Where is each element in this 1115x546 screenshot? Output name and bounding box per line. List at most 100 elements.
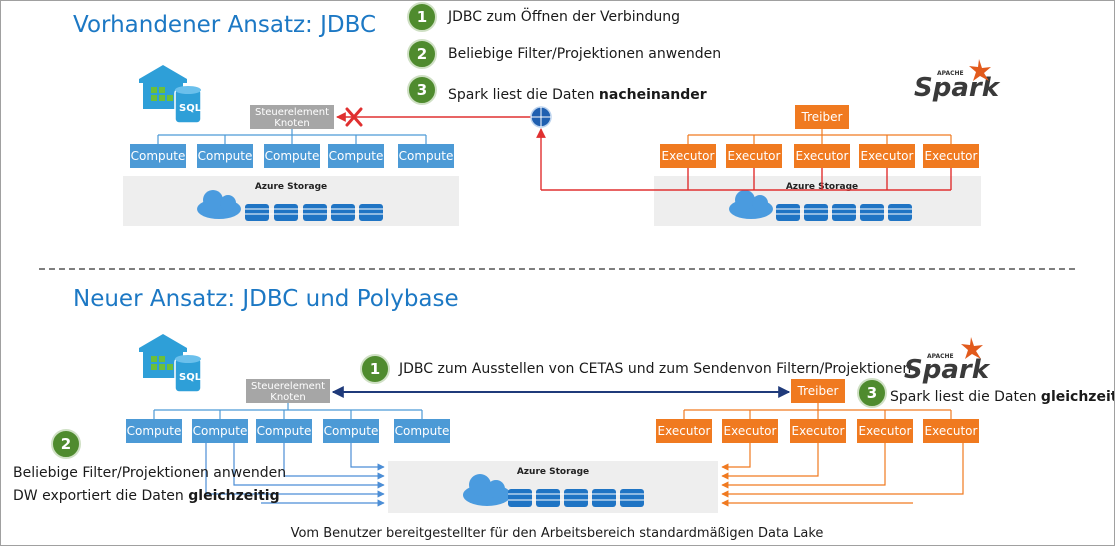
svg-text:1: 1: [370, 360, 380, 378]
svg-text:Compute: Compute: [257, 424, 312, 438]
svg-text:APACHE: APACHE: [927, 353, 954, 360]
top-title: Vorhandener Ansatz: JDBC: [73, 12, 376, 38]
svg-text:Knoten: Knoten: [274, 118, 309, 129]
bottom-storage: Azure Storage: [388, 461, 718, 513]
svg-text:Steuerelement: Steuerelement: [255, 107, 329, 118]
spark-logo-bottom: APACHE Spark: [904, 337, 991, 385]
top-compute-tree: [157, 129, 427, 144]
cloud-icon: [197, 190, 241, 219]
bottom-executor-row: Executor Executor Executor Executor Exec…: [656, 419, 979, 443]
svg-text:APACHE: APACHE: [937, 70, 964, 77]
svg-text:Compute: Compute: [198, 149, 253, 163]
svg-text:SQL: SQL: [179, 103, 202, 114]
svg-text:Azure Storage: Azure Storage: [255, 182, 327, 192]
compute-node: Compute: [126, 419, 182, 443]
svg-text:Compute: Compute: [131, 149, 186, 163]
svg-text:Compute: Compute: [399, 149, 454, 163]
compute-node: Compute: [394, 419, 450, 443]
executor-node: Executor: [794, 144, 850, 168]
step-circle: [51, 429, 81, 459]
step-circle: [407, 2, 437, 32]
bottom-title: Neuer Ansatz: JDBC und Polybase: [73, 286, 459, 312]
database-icon: [776, 204, 912, 221]
top-step-1: 1 JDBC zum Öffnen der Verbindung: [407, 2, 680, 32]
parallel-read-lines: [721, 443, 964, 507]
svg-text:Spark: Spark: [904, 355, 991, 385]
bottom-driver: Treiber: [791, 379, 845, 403]
svg-text:3: 3: [867, 384, 877, 402]
step-circle: [407, 75, 437, 105]
svg-text:Treiber: Treiber: [797, 384, 839, 398]
top-left-storage: Azure Storage: [123, 176, 459, 226]
svg-text:Steuerelement: Steuerelement: [251, 381, 325, 392]
executor-node: Executor: [857, 419, 913, 443]
step-circle: [857, 378, 887, 408]
step-text: Spark liest die Daten nacheinander: [448, 87, 707, 103]
top-right-storage: Azure Storage: [654, 176, 981, 226]
svg-text:Executor: Executor: [925, 149, 978, 163]
svg-text:Spark: Spark: [914, 73, 1001, 103]
top-executor-row: Executor Executor Executor Executor Exec…: [660, 144, 979, 168]
svg-text:2: 2: [61, 435, 71, 453]
svg-text:Executor: Executor: [792, 424, 845, 438]
svg-text:Treiber: Treiber: [801, 110, 843, 124]
step-text: JDBC zum Ausstellen von CETAS und zum Se…: [398, 361, 911, 377]
svg-text:3: 3: [417, 81, 427, 99]
svg-text:Compute: Compute: [193, 424, 248, 438]
svg-text:2: 2: [417, 45, 427, 63]
error-x-icon: [345, 107, 363, 127]
svg-text:Compute: Compute: [324, 424, 379, 438]
svg-text:Executor: Executor: [658, 424, 711, 438]
spark-logo-top: APACHE Spark: [914, 59, 1001, 103]
database-icon: [245, 204, 383, 221]
compute-node: Compute: [264, 144, 320, 168]
bottom-compute-tree: [153, 403, 423, 419]
executor-node: Executor: [656, 419, 712, 443]
executor-node: Executor: [923, 419, 979, 443]
svg-text:Knoten: Knoten: [270, 392, 305, 403]
globe-icon: [530, 106, 552, 128]
svg-text:Compute: Compute: [395, 424, 450, 438]
footer-caption: Vom Benutzer bereitgestellter für den Ar…: [291, 526, 824, 541]
top-control-node: Steuerelement Knoten: [250, 105, 334, 129]
top-step-3: 3 Spark liest die Daten nacheinander: [407, 75, 707, 105]
svg-text:Executor: Executor: [859, 424, 912, 438]
bottom-step-3: 3 Spark liest die Daten gleichzeitig: [857, 378, 1114, 408]
top-sequential-read-lines: [336, 112, 952, 191]
database-icon: [508, 489, 644, 507]
top-executor-tree: [687, 129, 952, 144]
bottom-executor-tree: [683, 403, 952, 419]
executor-node: Executor: [726, 144, 782, 168]
svg-text:Compute: Compute: [265, 149, 320, 163]
step-circle: [407, 39, 437, 69]
step-circle: [360, 354, 390, 384]
executor-node: Executor: [722, 419, 778, 443]
svg-text:Executor: Executor: [796, 149, 849, 163]
compute-node: Compute: [197, 144, 253, 168]
warehouse-sql-icon: SQL: [139, 334, 202, 393]
compute-node: Compute: [398, 144, 454, 168]
svg-text:Executor: Executor: [728, 149, 781, 163]
executor-node: Executor: [660, 144, 716, 168]
warehouse-sql-icon: SQL: [139, 65, 202, 124]
step-text-line2: DW exportiert die Daten gleichzeitig: [13, 488, 280, 504]
compute-node: Compute: [256, 419, 312, 443]
step-text: JDBC zum Öffnen der Verbindung: [447, 7, 680, 25]
top-compute-row: Compute Compute Compute Compute Compute: [130, 144, 454, 168]
svg-text:Executor: Executor: [861, 149, 914, 163]
svg-text:Executor: Executor: [662, 149, 715, 163]
bottom-control-node: Steuerelement Knoten: [246, 379, 330, 403]
svg-text:Azure Storage: Azure Storage: [517, 467, 589, 477]
svg-text:Compute: Compute: [127, 424, 182, 438]
svg-text:SQL: SQL: [179, 372, 202, 383]
compute-node: Compute: [130, 144, 186, 168]
svg-text:Compute: Compute: [329, 149, 384, 163]
top-driver: Treiber: [795, 105, 849, 129]
executor-node: Executor: [859, 144, 915, 168]
bottom-step-2: 2 Beliebige Filter/Projektionen anwenden…: [13, 429, 286, 504]
cloud-icon: [463, 474, 511, 506]
bottom-compute-row: Compute Compute Compute Compute Compute: [126, 419, 450, 443]
cloud-icon: [729, 190, 773, 219]
parallel-export-lines: [205, 443, 385, 507]
